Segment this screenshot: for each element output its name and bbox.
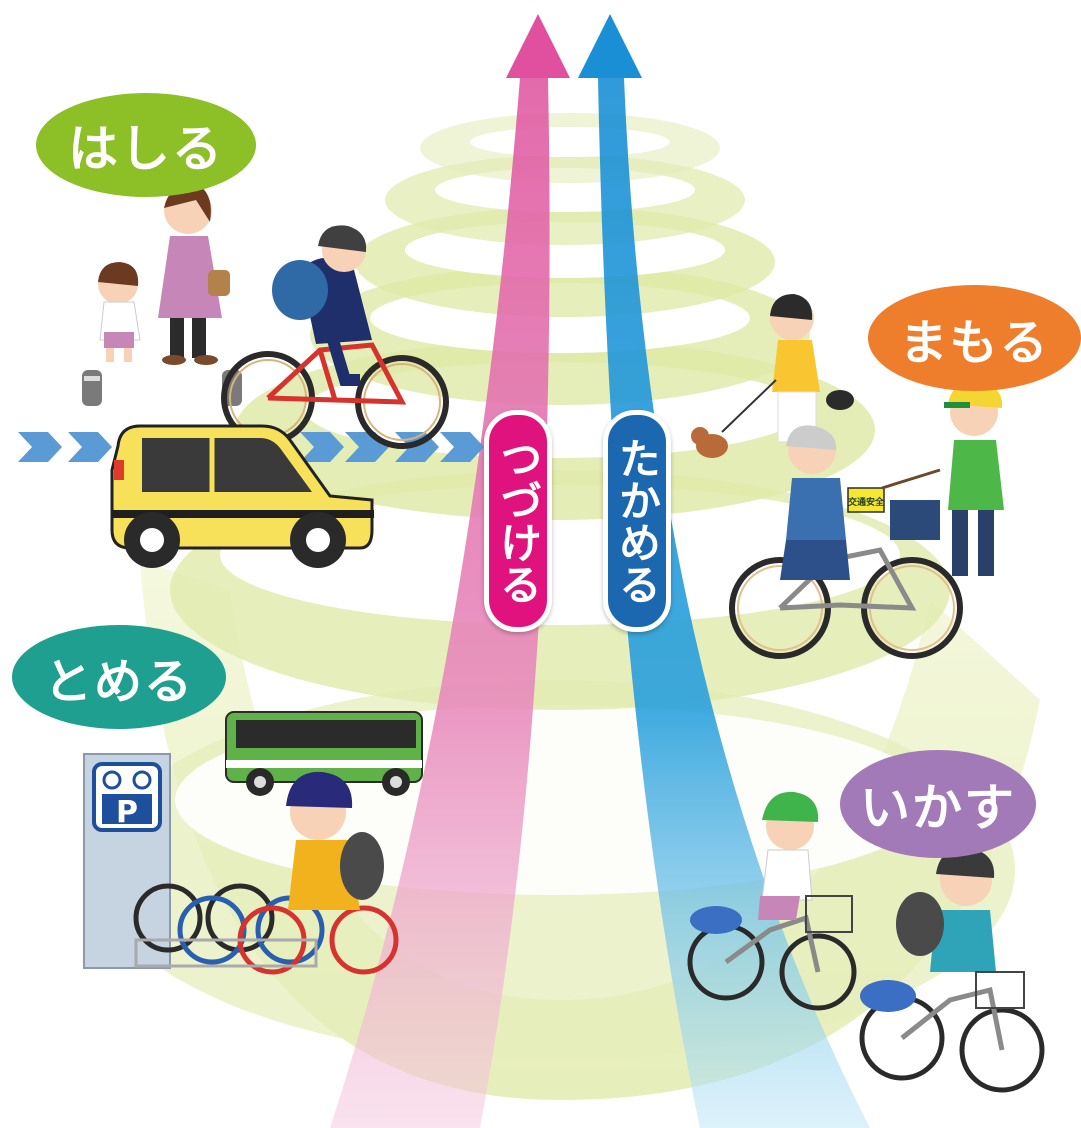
tomeru-text: とめる [43,654,194,710]
tsuzukeru-label: つづける [484,410,552,632]
boy-cyclist-share-bike [859,847,1045,1093]
road-chevrons [18,432,484,462]
mamoru-text: まもる [899,315,1050,371]
tsuzukeru-text: つづける [493,437,543,605]
takameru-label: たかめる [603,410,671,632]
mother-figure [158,184,230,365]
parked-bicycles [133,883,399,975]
hashiru-text: はしる [68,120,224,178]
crossing-guard [847,381,1004,576]
ikasu-text: いかす [860,779,1016,837]
takameru-text: たかめる [612,437,662,605]
girl-cyclist-share-bike [687,791,857,1011]
student-cyclist [729,425,963,659]
green-bus [225,711,423,796]
mamoru-label: まもる [868,285,1081,391]
boy-parking-bike [286,771,384,910]
rising-arrows [330,14,870,1128]
bollards [82,370,242,406]
hashiru-label: はしる [36,93,256,197]
ikasu-label: いかす [840,750,1036,858]
parking-letter: P [116,795,138,830]
child-figure [98,262,141,362]
yellow-car [110,424,374,568]
bicycle-parking-sign [83,753,171,969]
traffic-safety-flag-text: 交通安全 [848,496,885,508]
commuter-cyclist [221,225,449,449]
tomeru-label: とめる [12,625,226,729]
